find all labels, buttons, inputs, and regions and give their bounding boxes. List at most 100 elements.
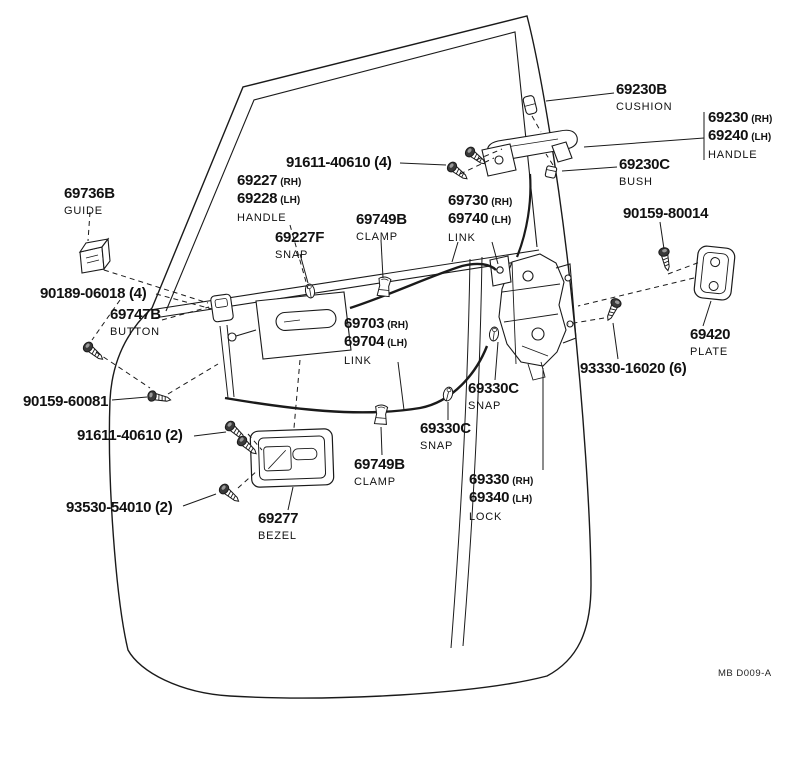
label-text: 90189-06018 (4) — [40, 285, 147, 302]
label-text: BEZEL — [258, 530, 297, 542]
label-line: 90189-06018 (4) — [40, 285, 147, 302]
part-label-lock-69330-69340: 69330(RH)69340(LH)LOCK — [469, 472, 533, 525]
label-text: PLATE — [690, 346, 729, 358]
label-line: HANDLE — [237, 209, 301, 226]
label-line: 69749B — [356, 212, 407, 228]
label-text: (LH) — [387, 338, 408, 349]
label-text: CLAMP — [354, 476, 396, 488]
part-label-link-69703-69704: 69703(RH)69704(LH)LINK — [344, 316, 408, 369]
part-label-handle-69227-69228: 69227(RH)69228(LH)HANDLE — [237, 173, 301, 226]
bush-part — [544, 165, 558, 179]
label-text: 69277 — [258, 510, 299, 527]
label-line: MB D009-A — [718, 664, 772, 682]
label-line: BEZEL — [258, 527, 298, 544]
label-text: (RH) — [512, 476, 534, 487]
label-text: LINK — [448, 232, 476, 244]
label-line: BUSH — [619, 173, 670, 190]
upper-link-rod — [349, 262, 497, 310]
label-text: 69330 — [469, 471, 510, 488]
label-text: CUSHION — [616, 101, 673, 113]
label-text: (LH) — [491, 215, 512, 226]
label-text: 69227F — [275, 229, 325, 246]
label-text: 69228 — [237, 190, 278, 207]
label-line: 91611-40610 (4) — [286, 155, 392, 171]
part-label-button-69747b: 69747B BUTTON — [110, 307, 161, 340]
part-label-link-69730-69740: 69730(RH)69740(LH)LINK — [448, 193, 512, 246]
label-text: HANDLE — [237, 212, 287, 224]
link-rods — [224, 173, 532, 414]
label-line: 93530-54010 (2) — [66, 500, 173, 516]
part-label-screw-90189-06018: 90189-06018 (4) — [40, 285, 147, 302]
label-text: (RH) — [751, 114, 773, 125]
label-text: MB D009-A — [718, 668, 772, 679]
label-line: 69704(LH) — [344, 334, 408, 352]
label-line: 69703(RH) — [344, 316, 408, 334]
label-line: 69330C — [420, 421, 471, 437]
label-text: (LH) — [512, 494, 533, 505]
bezel-part — [249, 428, 335, 488]
label-line: LINK — [448, 229, 512, 246]
label-line: 69230C — [619, 157, 670, 173]
outside-handle-part — [481, 129, 578, 177]
label-line: GUIDE — [64, 202, 115, 219]
label-text: (LH) — [280, 195, 301, 206]
label-text: 90159-80014 — [623, 205, 709, 222]
part-label-snap-69227f: 69227F SNAP — [275, 230, 324, 263]
label-text: LOCK — [469, 511, 503, 523]
label-line: BUTTON — [110, 323, 161, 340]
label-text: SNAP — [468, 400, 502, 412]
label-line: 69749B — [354, 457, 405, 473]
label-text: 69749B — [354, 456, 405, 473]
label-line: 69740(LH) — [448, 211, 512, 229]
label-text: 69747B — [110, 306, 161, 323]
label-line: 69230B — [616, 82, 672, 98]
label-line: 69330(RH) — [469, 472, 533, 490]
label-text: 69420 — [690, 326, 731, 343]
label-text: (LH) — [751, 132, 772, 143]
label-text: 91611-40610 (2) — [77, 427, 183, 444]
label-line: 90159-60081 — [23, 394, 108, 410]
part-label-handle-69230-69240: 69230(RH)69240(LH) HANDLE — [708, 110, 772, 163]
label-line: CUSHION — [616, 98, 672, 115]
striker-plate-part — [693, 245, 736, 301]
label-text: (RH) — [387, 320, 409, 331]
lock-assembly-part — [489, 253, 577, 381]
label-line: CLAMP — [356, 228, 407, 245]
cushion-part — [522, 95, 538, 115]
part-label-footer-code: MB D009-A — [718, 664, 772, 682]
label-text: 69240 — [708, 127, 749, 144]
label-text: SNAP — [275, 249, 309, 261]
label-line: 90159-80014 — [623, 206, 708, 222]
label-text: 69230 — [708, 109, 749, 126]
label-text: 91611-40610 (4) — [286, 154, 392, 171]
label-line: 69730(RH) — [448, 193, 512, 211]
label-text: 90159-60081 — [23, 393, 109, 410]
label-text: 69230C — [619, 156, 670, 173]
label-line: LOCK — [469, 508, 533, 525]
label-line: 69736B — [64, 186, 115, 202]
label-text: 69703 — [344, 315, 385, 332]
label-line: SNAP — [275, 246, 324, 263]
part-label-screw-91611-40610-4: 91611-40610 (4) — [286, 155, 392, 171]
label-line: PLATE — [690, 343, 730, 360]
label-text: BUTTON — [110, 326, 160, 338]
label-line: CLAMP — [354, 473, 405, 490]
part-label-clamp-69749b-lower: 69749B CLAMP — [354, 457, 405, 490]
part-label-screw-93530-54010: 93530-54010 (2) — [66, 500, 173, 516]
inside-handle-part — [219, 291, 352, 399]
label-text: 69730 — [448, 192, 489, 209]
label-text: (RH) — [491, 197, 513, 208]
label-line: 91611-40610 (2) — [77, 428, 183, 444]
label-text: HANDLE — [708, 149, 758, 161]
label-line: 93330-16020 (6) — [580, 361, 687, 377]
part-label-screw-91611-40610-2: 91611-40610 (2) — [77, 428, 183, 444]
label-line: 69230(RH) — [708, 110, 772, 128]
